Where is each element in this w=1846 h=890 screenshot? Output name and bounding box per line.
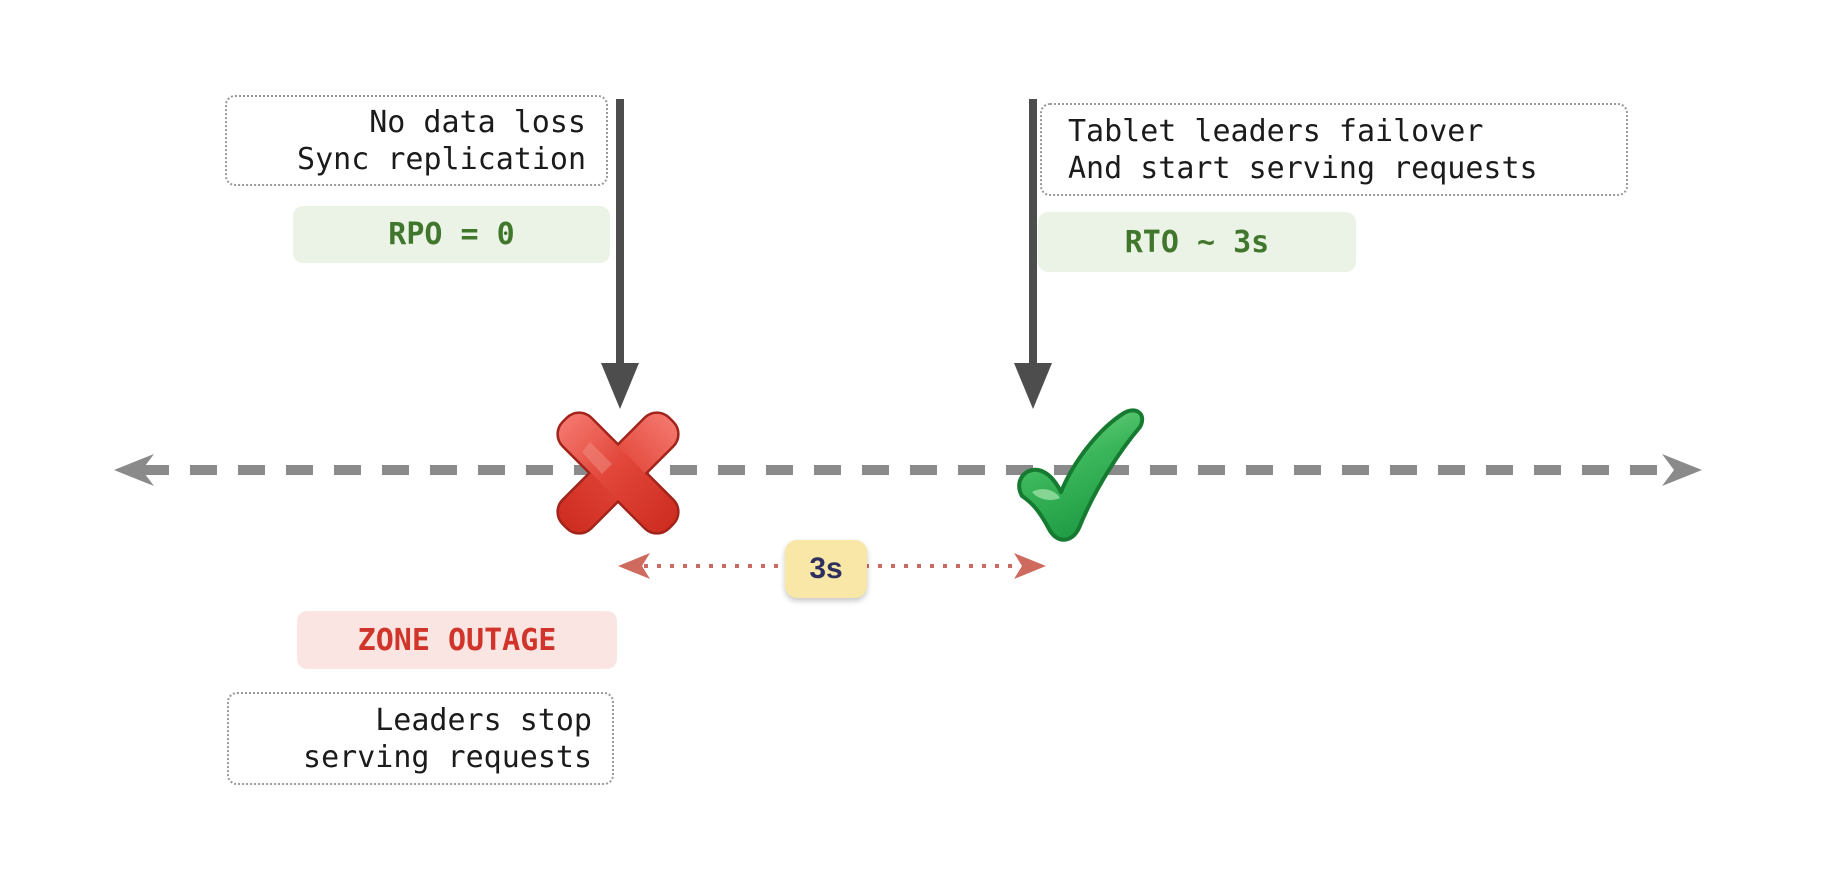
failover-note: Tablet leaders failover And start servin… bbox=[1040, 103, 1628, 196]
cross-mark-icon bbox=[556, 411, 680, 535]
rto-badge: RTO ~ 3s bbox=[1038, 212, 1356, 272]
zone-outage-badge-label: ZONE OUTAGE bbox=[357, 622, 557, 658]
rpo-badge: RPO = 0 bbox=[293, 206, 610, 263]
rpo-badge-label: RPO = 0 bbox=[388, 217, 515, 252]
check-mark-icon bbox=[1017, 408, 1145, 542]
leaders-stop-note: Leaders stop serving requests bbox=[227, 692, 614, 785]
rto-badge-label: RTO ~ 3s bbox=[1124, 224, 1270, 260]
failover-note-line2: And start serving requests bbox=[1068, 150, 1538, 186]
duration-badge: 3s bbox=[785, 540, 867, 598]
leaders-stop-note-line2: serving requests bbox=[303, 739, 592, 775]
timeline-left-arrowhead bbox=[114, 454, 154, 486]
failover-note-line1: Tablet leaders failover bbox=[1068, 113, 1484, 149]
recovery-event-arrow bbox=[1014, 99, 1052, 409]
sync-replication-note-line2: Sync replication bbox=[297, 141, 586, 177]
timeline-axis bbox=[114, 454, 1702, 486]
zone-outage-badge: ZONE OUTAGE bbox=[297, 611, 617, 669]
sync-replication-note: No data loss Sync replication bbox=[225, 95, 608, 186]
measure-right-arrowhead bbox=[1014, 553, 1046, 579]
timeline-right-arrowhead bbox=[1662, 454, 1702, 486]
measure-left-arrowhead bbox=[618, 553, 650, 579]
sync-replication-note-line1: No data loss bbox=[369, 104, 586, 140]
leaders-stop-note-line1: Leaders stop bbox=[375, 702, 592, 738]
duration-badge-label: 3s bbox=[809, 552, 843, 585]
outage-event-arrow bbox=[601, 99, 639, 409]
